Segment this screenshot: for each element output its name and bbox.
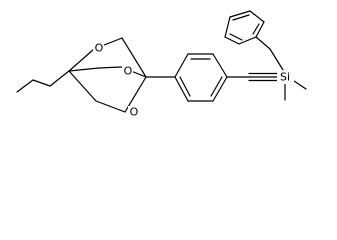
propyl-chain bbox=[16, 70, 70, 93]
silicon-label: Si bbox=[280, 71, 290, 84]
oxygen-bottom: O bbox=[128, 106, 139, 119]
silicon-atom: Si bbox=[277, 70, 294, 84]
alkyne-triple-bond bbox=[226, 72, 281, 82]
benzyl-phenyl-ring bbox=[224, 10, 271, 50]
molecule-structure: O O O Si bbox=[16, 10, 307, 119]
oxygen-top: O bbox=[93, 42, 104, 55]
phenylene-ring bbox=[174, 53, 228, 102]
bicyclic-orthoester-cage bbox=[68, 37, 147, 113]
oxygen-middle-label: O bbox=[124, 65, 133, 78]
oxygen-top-label: O bbox=[95, 42, 104, 55]
oxygen-middle: O bbox=[122, 65, 133, 78]
oxygen-bottom-label: O bbox=[130, 106, 139, 119]
